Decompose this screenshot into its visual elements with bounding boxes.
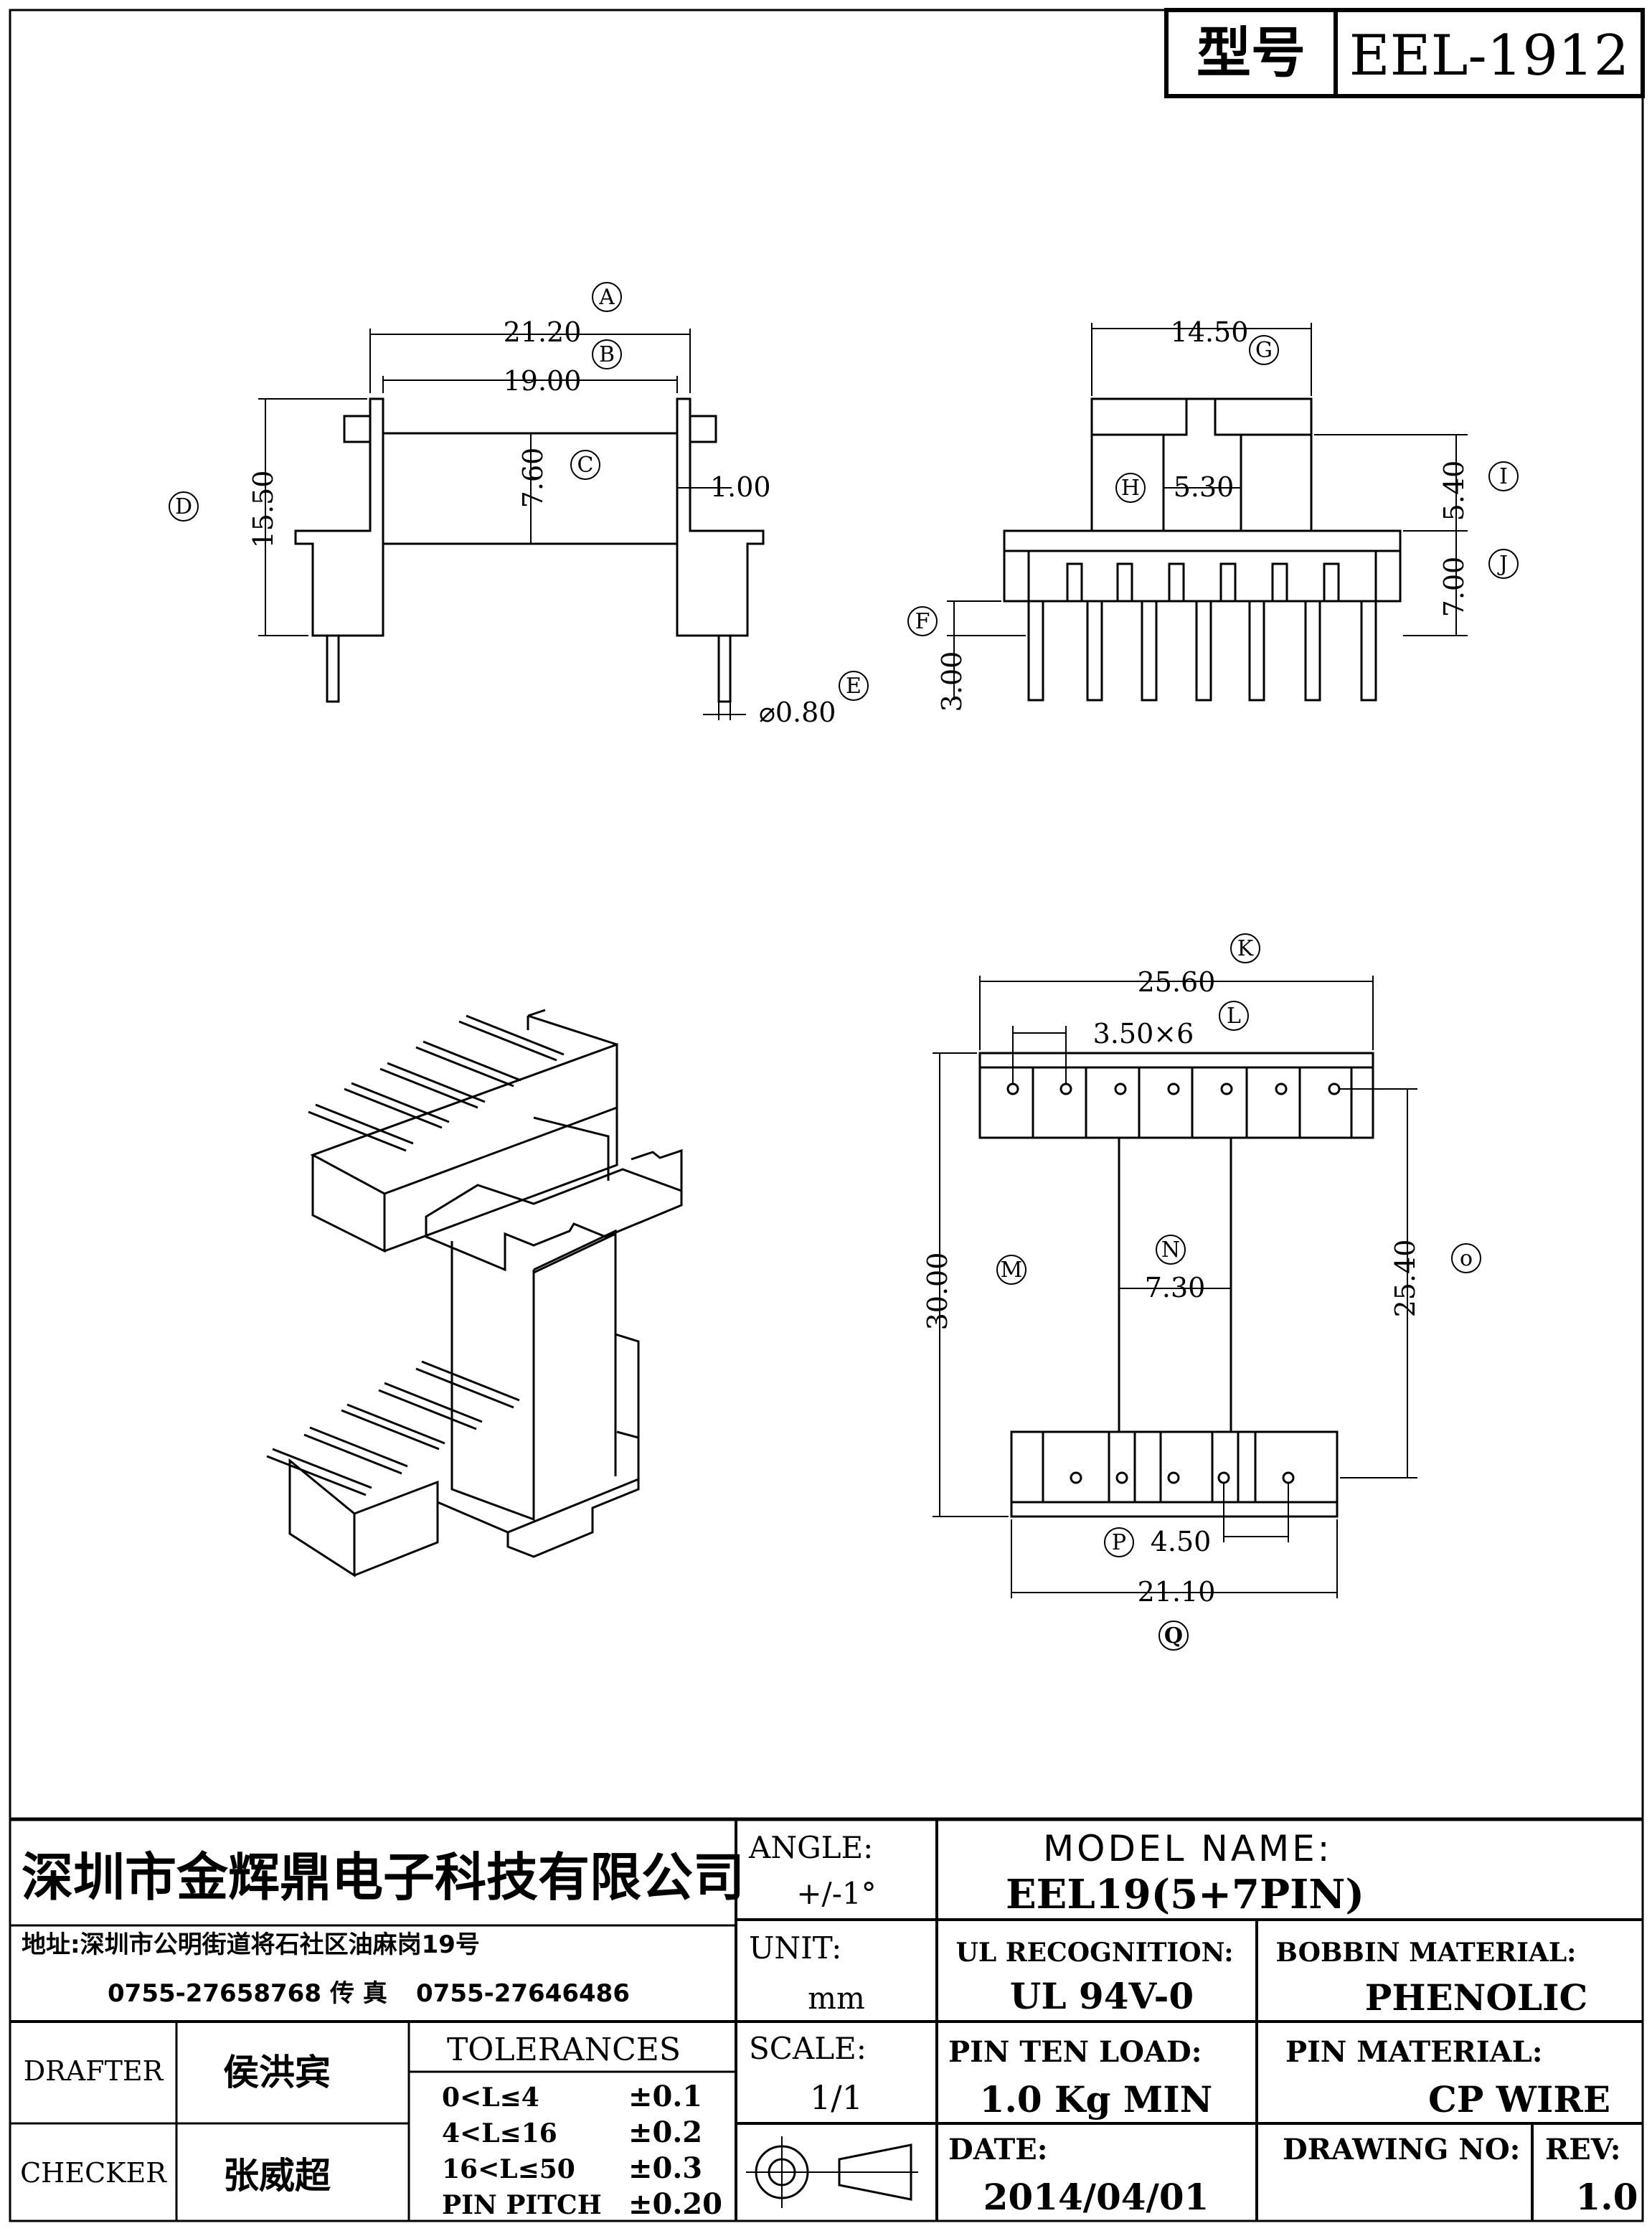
dim-g-letter: G (1255, 338, 1273, 363)
dim-n-letter: N (1161, 1237, 1180, 1263)
dim-c-value: 7.60 (517, 448, 549, 509)
dim-b-value: 19.00 (504, 365, 582, 397)
isometric-view (266, 1009, 683, 1577)
pin-material-label: PIN MATERIAL: (1285, 2035, 1543, 2069)
side-view (947, 323, 1468, 702)
dim-q-value: 21.10 (1138, 1576, 1216, 1608)
dim-h-value: 5.30 (1174, 471, 1235, 503)
dim-b-letter: B (599, 342, 615, 367)
dim-p-value: 4.50 (1151, 1526, 1212, 1557)
tol-value-3: ±0.3 (628, 2151, 702, 2185)
header-box: 型号 EEL-1912 (1164, 8, 1645, 98)
dim-o-value: 25.40 (1389, 1240, 1421, 1318)
dim-p-letter: P (1112, 1530, 1126, 1555)
tolerances-label: TOLERANCES (447, 2032, 681, 2068)
tol-range-1: 0<L≤4 (442, 2083, 539, 2113)
angle-label: ANGLE: (748, 1830, 873, 1865)
unit-label: UNIT: (749, 1930, 841, 1966)
dim-e-letter: E (846, 674, 862, 699)
bottom-view-labels: K 25.60 L 3.50×6 M 30.00 N 7.30 o 25.40 … (922, 933, 1481, 1651)
drafter-name: 侯洪宾 (223, 2052, 331, 2093)
company-phone: 0755-27658768 (108, 1979, 321, 2008)
tol-range-3: 16<L≤50 (442, 2154, 575, 2184)
company-address: 地址:深圳市公明街道将石社区油麻岗19号 (22, 1930, 480, 1959)
dim-o-letter: o (1460, 1246, 1473, 1271)
dim-q-letter: Q (1164, 1623, 1183, 1649)
dim-d-letter: D (175, 494, 192, 519)
side-view-labels: 14.50 G H 5.30 5.40 I 7.00 J F 3.00 (907, 316, 1519, 712)
tol-range-4: PIN PITCH (442, 2190, 602, 2220)
dim-k-letter: K (1237, 936, 1254, 961)
dim-c-letter: C (577, 453, 594, 478)
date-label: DATE: (948, 2133, 1048, 2166)
dim-g-value: 14.50 (1171, 316, 1249, 348)
dim-f-letter: F (915, 609, 930, 634)
dim-d-value: 15.50 (247, 471, 279, 549)
company-fax: 0755-27646486 (416, 1979, 630, 2008)
ul-value: UL 94V-0 (1010, 1975, 1194, 2017)
rev-value: 1.0 (1576, 2176, 1638, 2218)
pin-material-value: CP WIRE (1428, 2078, 1610, 2121)
company-name: 深圳市金辉鼎电子科技有限公司 (22, 1847, 745, 1907)
dim-k-value: 25.60 (1138, 966, 1216, 998)
model-name-value: EEL19(5+7PIN) (1006, 1871, 1364, 1918)
title-block (10, 1817, 1643, 2221)
dim-j-letter: J (1497, 552, 1508, 577)
dim-i-letter: I (1499, 464, 1508, 489)
tol-value-2: ±0.2 (628, 2116, 702, 2149)
fax-label: 传 真 (329, 1979, 387, 2008)
tol-value-4: ±0.20 (628, 2187, 722, 2221)
ul-label: UL RECOGNITION: (956, 1938, 1234, 1968)
date-value: 2014/04/01 (983, 2176, 1209, 2218)
dim-m-value: 30.00 (922, 1253, 953, 1331)
tol-range-2: 4<L≤16 (442, 2118, 557, 2149)
bottom-view (933, 976, 1417, 1598)
rev-label: REV: (1545, 2133, 1621, 2166)
dim-h-letter: H (1121, 476, 1140, 501)
dim-m-letter: M (1001, 1258, 1023, 1283)
pin-load-value: 1.0 Kg MIN (980, 2078, 1213, 2121)
tol-value-1: ±0.1 (628, 2080, 702, 2113)
dim-e-value: ⌀0.80 (759, 697, 836, 728)
scale-label: SCALE: (749, 2031, 867, 2066)
dim-l-letter: L (1227, 1004, 1241, 1029)
bobbin-label: BOBBIN MATERIAL: (1276, 1938, 1577, 1968)
dim-j-value: 7.00 (1438, 557, 1470, 618)
drafter-label: DRAFTER (24, 2055, 164, 2087)
dim-a-letter: A (598, 285, 615, 310)
pin-load-label: PIN TEN LOAD: (948, 2035, 1202, 2069)
title-block-text: 深圳市金辉鼎电子科技有限公司 地址:深圳市公明街道将石社区油麻岗19号 0755… (20, 1828, 1638, 2221)
dim-wall-value: 1.00 (710, 471, 771, 503)
front-view-labels: A 21.20 B 19.00 C 7.60 D 15.50 1.00 ⌀0.8… (169, 282, 869, 728)
model-name-label: MODEL NAME: (1043, 1828, 1333, 1869)
dim-f-value: 3.00 (936, 651, 968, 712)
unit-value: mm (808, 1981, 865, 2016)
header-label: 型号 (1196, 21, 1306, 85)
scale-value: 1/1 (810, 2078, 863, 2117)
header-model: EEL-1912 (1349, 24, 1630, 88)
checker-label: CHECKER (20, 2157, 167, 2189)
angle-value: +/-1° (796, 1876, 876, 1911)
drawing-no-label: DRAWING NO: (1283, 2133, 1520, 2166)
checker-name: 张威超 (223, 2155, 331, 2197)
dim-l-value: 3.50×6 (1093, 1018, 1194, 1050)
front-view (258, 329, 765, 720)
dim-a-value: 21.20 (504, 316, 582, 348)
dim-i-value: 5.40 (1438, 461, 1470, 522)
dim-n-value: 7.30 (1145, 1272, 1206, 1303)
sheet-border (9, 9, 1644, 2222)
bobbin-value: PHENOLIC (1365, 1976, 1588, 2019)
